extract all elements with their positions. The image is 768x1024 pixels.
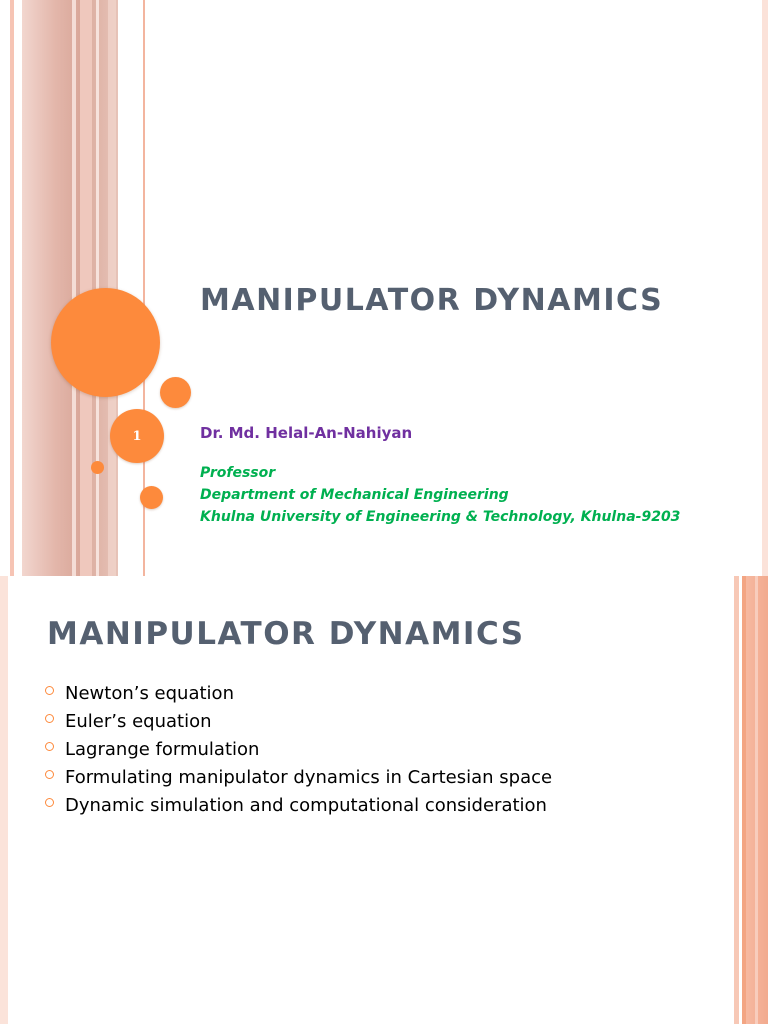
decorative-circle-tiny (91, 461, 104, 474)
list-item: Formulating manipulator dynamics in Cart… (45, 763, 552, 791)
decorative-stripe (742, 576, 746, 1024)
slide-title: MANIPULATOR DYNAMICS (200, 283, 664, 318)
decorative-stripe (734, 576, 739, 1024)
author-affiliation: Professor Department of Mechanical Engin… (200, 462, 680, 528)
list-item-text: Euler’s equation (65, 711, 212, 733)
decorative-stripe-edge (0, 576, 8, 1024)
slide-title: MANIPULATOR DYNAMICS (47, 616, 525, 652)
content-slide: MANIPULATOR DYNAMICS Newton’s equation E… (0, 576, 768, 1024)
title-slide: 1 MANIPULATOR DYNAMICS Dr. Md. Helal-An-… (10, 0, 768, 576)
bullet-ring-icon (45, 769, 54, 779)
decorative-circle-small (160, 377, 191, 408)
bullet-ring-icon (45, 686, 54, 696)
decorative-stripe (10, 0, 14, 576)
affiliation-line: Professor (200, 465, 276, 481)
list-item: Dynamic simulation and computational con… (45, 791, 552, 819)
list-item-text: Lagrange formulation (65, 738, 260, 760)
decorative-stripe (755, 576, 758, 1024)
list-item: Lagrange formulation (45, 736, 552, 764)
bullet-ring-icon (45, 741, 54, 751)
decorative-circle-large (51, 288, 160, 397)
decorative-circle-small (140, 486, 163, 509)
decorative-stripe (80, 0, 92, 576)
bullet-ring-icon (45, 797, 54, 807)
list-item-text: Formulating manipulator dynamics in Cart… (65, 766, 553, 788)
list-item-text: Dynamic simulation and computational con… (65, 794, 547, 816)
decorative-stripe (72, 0, 76, 576)
slide-number: 1 (132, 428, 142, 444)
affiliation-line: Khulna University of Engineering & Techn… (200, 509, 681, 525)
bullet-list: Newton’s equation Euler’s equation Lagra… (45, 680, 552, 819)
bullet-ring-icon (45, 714, 54, 724)
decorative-stripe-line (143, 0, 145, 576)
list-item-text: Newton’s equation (65, 683, 234, 705)
list-item: Newton’s equation (45, 680, 552, 708)
list-item: Euler’s equation (45, 708, 552, 736)
author-name: Dr. Md. Helal-An-Nahiyan (200, 424, 413, 442)
decorative-stripe-edge (762, 0, 768, 576)
slide-number-badge: 1 (110, 409, 164, 463)
affiliation-line: Department of Mechanical Engineering (200, 487, 509, 503)
